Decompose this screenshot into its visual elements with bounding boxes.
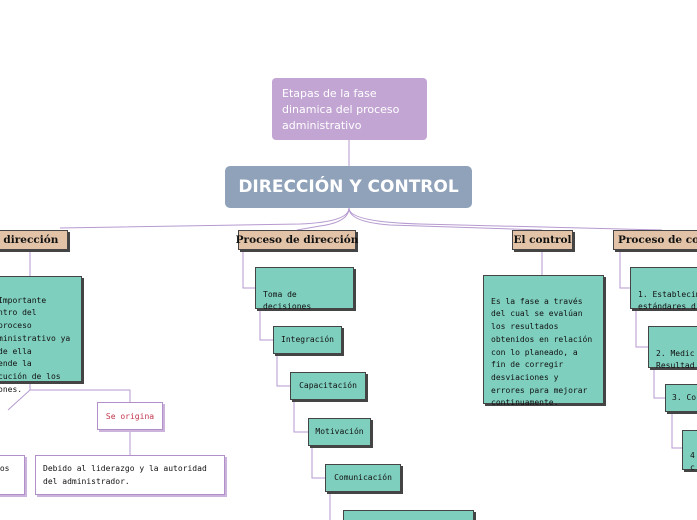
left-partial-node[interactable]: dos: [0, 455, 25, 495]
step-motivacion[interactable]: Motivación: [308, 418, 371, 446]
central-topic-text: DIRECCIÓN Y CONTROL: [238, 177, 459, 197]
category-label: Proceso de dirección: [235, 234, 359, 246]
origin-label: Se origina: [105, 411, 155, 421]
step-integracion[interactable]: Integración: [273, 326, 342, 354]
step-capacitacion[interactable]: Capacitación: [290, 372, 366, 400]
origin-text-node[interactable]: Debido al liderazgo y la autoridad del a…: [35, 455, 225, 495]
root-topic[interactable]: Etapas de la fase dinamica del proceso a…: [272, 78, 427, 140]
control-description-text: Es la fase a través del cual se evalúan …: [491, 296, 593, 408]
step-medicion[interactable]: 2. Medic Resultad: [648, 326, 697, 371]
category-proceso-de-direccion[interactable]: Proceso de dirección: [235, 230, 359, 250]
step-text: Toma de decisiones: [263, 289, 312, 312]
category-el-control[interactable]: El control: [512, 230, 573, 250]
step-text: Motivación: [315, 426, 364, 436]
central-topic[interactable]: DIRECCIÓN Y CONTROL: [225, 166, 472, 208]
step-4[interactable]: 4 c: [682, 430, 697, 473]
step-text: 3. Co: [672, 392, 697, 402]
step-establecimiento[interactable]: 1. Establecim estándares d: [630, 267, 697, 312]
step-3[interactable]: 3. Co: [665, 384, 697, 412]
direccion-description[interactable]: Importante ntro del proceso ministrativo…: [0, 276, 82, 394]
category-label: La dirección: [0, 234, 59, 246]
step-text: 4 c: [690, 450, 695, 473]
step-next-partial[interactable]: [343, 510, 474, 520]
category-label: Proceso de control: [618, 234, 697, 246]
direccion-description-text: Importante ntro del proceso ministrativo…: [0, 295, 71, 394]
step-text: Capacitación: [299, 380, 357, 390]
root-topic-text: Etapas de la fase dinamica del proceso a…: [282, 87, 400, 132]
category-la-direccion[interactable]: La dirección: [0, 230, 68, 250]
step-text: Integración: [281, 334, 334, 344]
step-text: Comunicación: [334, 472, 392, 482]
origin-node[interactable]: Se origina: [97, 402, 163, 430]
step-text: 2. Medic Resultad: [656, 348, 695, 371]
control-description[interactable]: Es la fase a través del cual se evalúan …: [483, 275, 604, 407]
step-comunicacion[interactable]: Comunicación: [325, 464, 401, 492]
left-partial-text: dos: [0, 464, 10, 473]
step-toma-de-decisiones[interactable]: Toma de decisiones: [255, 267, 354, 312]
origin-text: Debido al liderazgo y la autoridad del a…: [43, 464, 207, 486]
step-text: 1. Establecim estándares d: [638, 289, 697, 312]
category-label: El control: [513, 234, 572, 246]
category-proceso-de-control[interactable]: Proceso de control: [613, 230, 697, 250]
